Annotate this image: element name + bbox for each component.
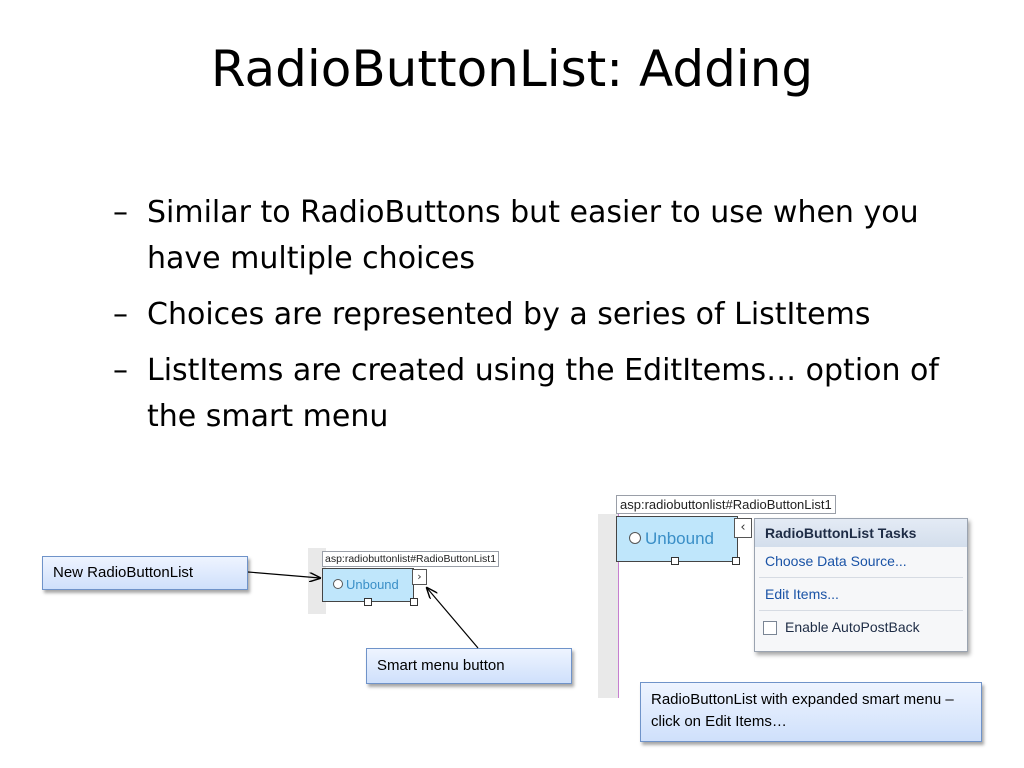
autopostback-label: Enable AutoPostBack	[785, 619, 920, 635]
designer-screenshot-large: asp:radiobuttonlist#RadioButtonList1 Unb…	[598, 494, 978, 698]
tasks-menu-header: RadioButtonList Tasks	[755, 519, 967, 547]
radio-list-item[interactable]: Unbound	[333, 577, 399, 592]
edit-items-link[interactable]: Edit Items...	[765, 586, 839, 602]
resize-handle[interactable]	[671, 557, 679, 565]
callout-label: Smart menu button	[377, 657, 505, 674]
designer-gutter	[598, 514, 618, 698]
control-tag-label: asp:radiobuttonlist#RadioButtonList1	[322, 551, 500, 567]
radiobuttonlist-control[interactable]: Unbound	[322, 568, 414, 602]
callout-new-radiobuttonlist: New RadioButtonList	[42, 556, 248, 590]
unbound-label: Unbound	[346, 577, 399, 592]
designer-margin-line	[618, 514, 619, 698]
bullet-dash: –	[113, 297, 128, 332]
control-tag-label: asp:radiobuttonlist#RadioButtonList1	[616, 495, 836, 514]
radio-list-item[interactable]: Unbound	[629, 529, 714, 549]
autopostback-checkbox[interactable]	[763, 621, 777, 636]
resize-handle[interactable]	[410, 598, 418, 606]
smart-tasks-menu: RadioButtonList Tasks Choose Data Source…	[754, 518, 968, 652]
callout-label: New RadioButtonList	[53, 564, 194, 581]
slide-title: RadioButtonList: Adding	[210, 40, 814, 98]
bullet-text: Similar to RadioButtons but easier to us…	[147, 195, 919, 276]
callout-smart-menu-button: Smart menu button	[366, 648, 572, 684]
bullet-dash: –	[113, 353, 128, 388]
bullet-item: –ListItems are created using the EditIte…	[113, 348, 973, 440]
designer-screenshot-small: asp:radiobuttonlist#RadioButtonList1 Unb…	[308, 548, 528, 618]
radio-circle-icon	[629, 532, 641, 544]
smart-tag-button[interactable]: ›	[412, 569, 427, 585]
bullet-dash: –	[113, 195, 128, 230]
callout-label: RadioButtonList with expanded smart menu…	[651, 691, 954, 730]
radiobuttonlist-control[interactable]: Unbound	[616, 516, 738, 562]
smart-tag-collapse-button[interactable]: ‹	[734, 518, 752, 538]
radio-circle-icon	[333, 579, 343, 589]
bullet-list: –Similar to RadioButtons but easier to u…	[113, 190, 973, 450]
callout-expanded-smart-menu: RadioButtonList with expanded smart menu…	[640, 682, 982, 742]
choose-data-source-link[interactable]: Choose Data Source...	[765, 553, 907, 569]
bullet-text: Choices are represented by a series of L…	[147, 297, 871, 332]
resize-handle[interactable]	[364, 598, 372, 606]
bullet-text: ListItems are created using the EditItem…	[147, 353, 939, 434]
resize-handle[interactable]	[732, 557, 740, 565]
menu-divider	[759, 577, 963, 578]
enable-autopostback-option[interactable]: Enable AutoPostBack	[755, 613, 967, 641]
unbound-label: Unbound	[645, 529, 715, 548]
bullet-item: –Choices are represented by a series of …	[113, 292, 973, 338]
bullet-item: –Similar to RadioButtons but easier to u…	[113, 190, 973, 282]
menu-divider	[759, 610, 963, 611]
